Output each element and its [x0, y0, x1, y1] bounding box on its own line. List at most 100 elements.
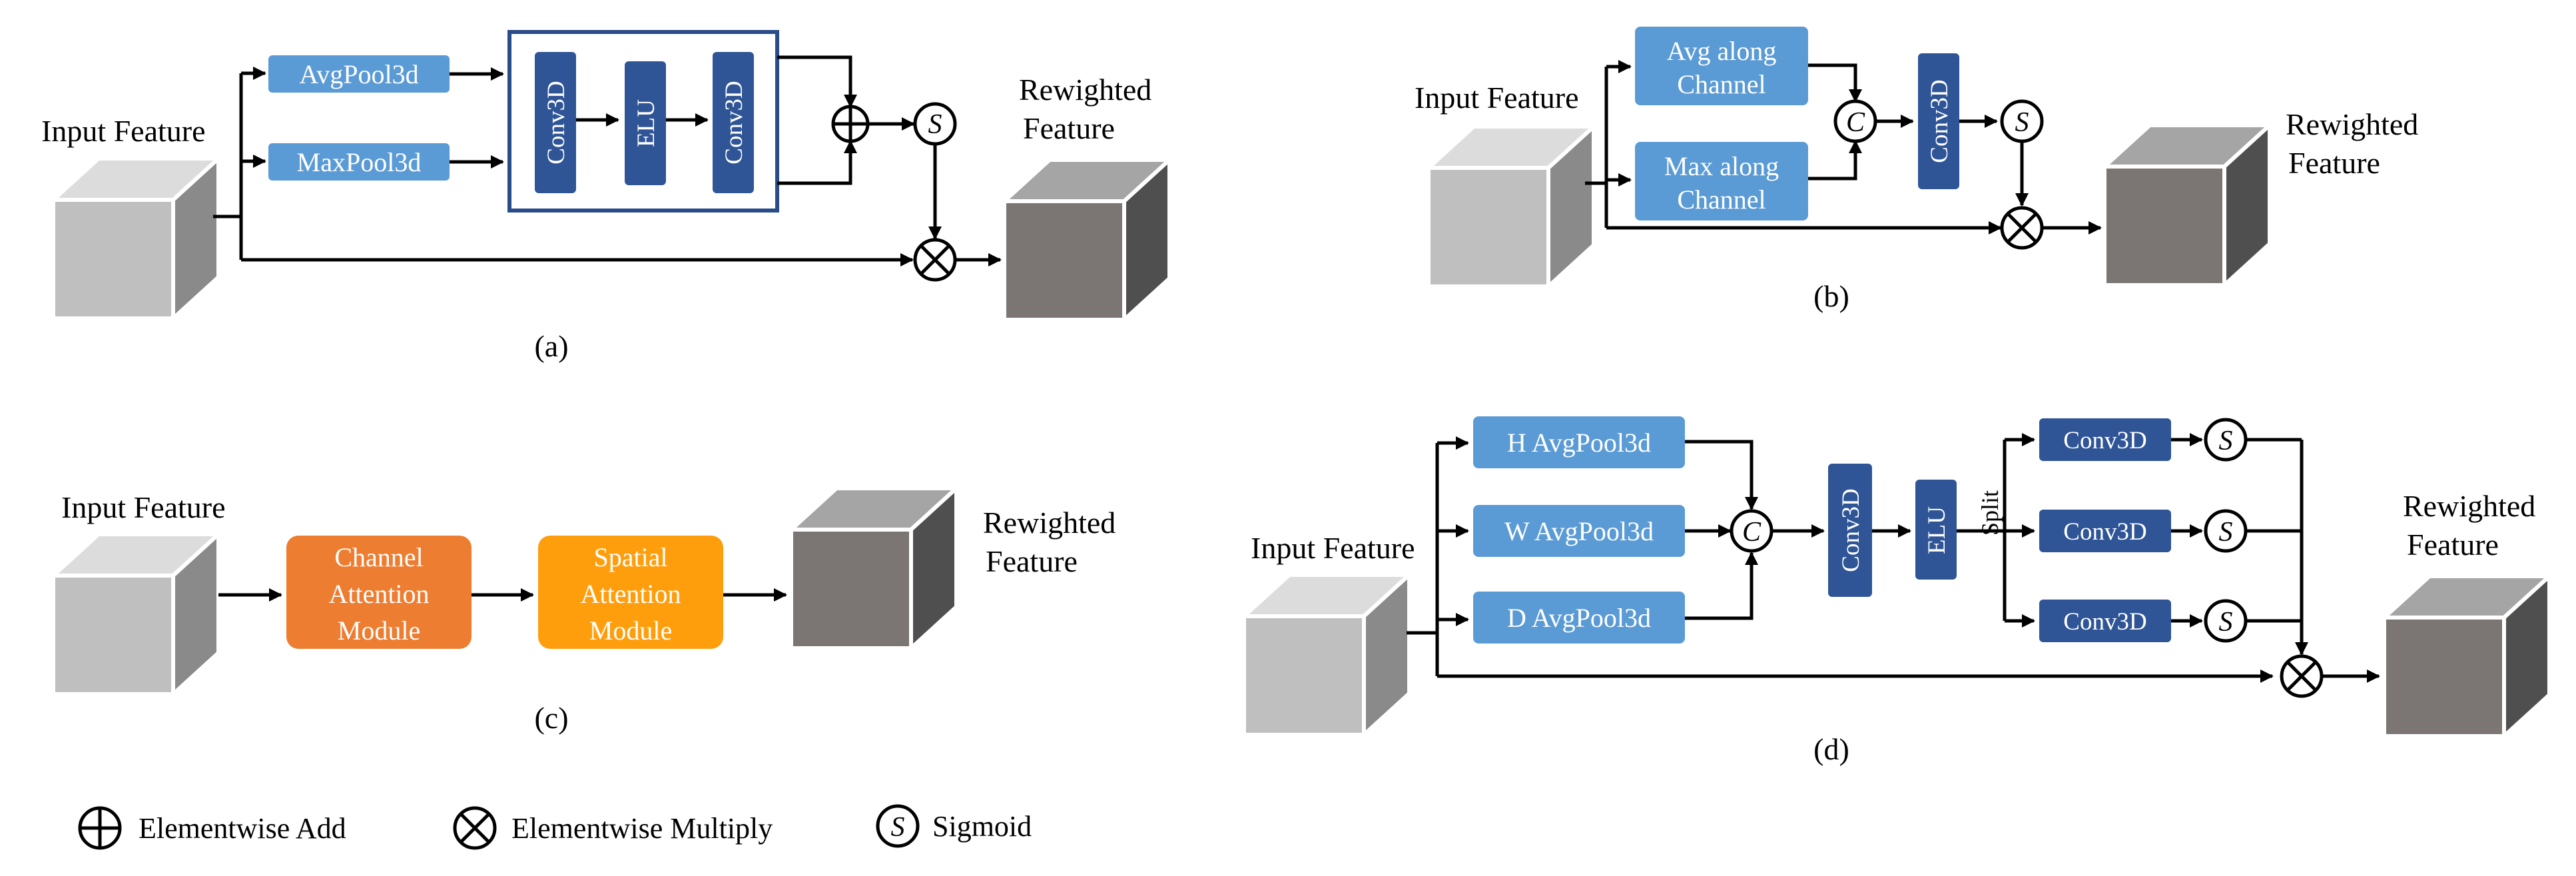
panel-c-channel-label-2: Attention [328, 579, 429, 609]
panel-c-spatial-label-1: Spatial [593, 542, 667, 572]
panel-c-input-cube [53, 534, 218, 694]
panel-c-spatial-label-3: Module [589, 616, 672, 646]
panel-d-input-cube [1244, 575, 1409, 735]
panel-a-output-cube [1004, 160, 1169, 320]
legend-sigmoid-icon: S [876, 804, 920, 848]
panel-a-shared-mlp-frame [507, 30, 779, 213]
panel-b-multiply-icon [2000, 206, 2044, 250]
panel-d-w-pool-label: W AvgPool3d [1504, 516, 1654, 546]
panel-b-avg-label-2: Channel [1677, 69, 1766, 99]
panel-b-output-cube [2104, 125, 2270, 285]
legend-multiply-icon [453, 806, 497, 850]
panel-c-spatial-label-2: Attention [580, 579, 681, 609]
panel-c-output-label-2: Feature [986, 544, 1078, 578]
panel-c-input-label: Input Feature [61, 490, 226, 524]
legend-sigmoid-label: Sigmoid [932, 810, 1032, 843]
panel-d-sigmoid-icon-top: S [2204, 418, 2248, 462]
panel-d-d-pool-label: D AvgPool3d [1507, 603, 1651, 633]
panel-b-avg-box [1635, 27, 1808, 105]
panel-d-d-pool-box [1473, 592, 1685, 644]
panel-c-spatial-attention-box [538, 536, 723, 649]
panel-c-channel-label-1: Channel [334, 542, 423, 572]
panel-c-output-cube [791, 488, 956, 648]
svg-text:S: S [891, 812, 905, 843]
panel-d-sigmoid-icon-bot: S [2204, 599, 2248, 643]
panel-c-channel-attention-box [286, 536, 472, 649]
svg-text:S: S [2219, 517, 2233, 548]
panel-d: Input Feature H AvgPool3d W AvgPool3d D … [1244, 416, 2549, 766]
panel-b-max-label-1: Max along [1664, 151, 1779, 181]
panel-b-output-label-1: Rewighted [2286, 107, 2418, 141]
panel-b-input-label: Input Feature [1415, 81, 1579, 115]
panel-a-caption: (a) [534, 329, 568, 363]
panel-d-conv-mid-box [2039, 510, 2171, 552]
panel-d-output-label-1: Rewighted [2403, 489, 2535, 523]
panel-a-input-cube [53, 159, 218, 318]
panel-b-sigmoid-icon: S [2000, 99, 2044, 143]
panel-a-elu-box [625, 61, 666, 185]
panel-b-max-label-2: Channel [1677, 185, 1766, 215]
panel-a-conv-right-box [713, 52, 754, 193]
panel-d-output-cube [2384, 576, 2549, 736]
panel-b: Input Feature Avg along Channel Max alon… [1415, 27, 2418, 313]
panel-d-conv-bot-box [2039, 600, 2171, 642]
panel-b-input-cube [1429, 127, 1594, 286]
panel-d-concat-icon: C [1730, 509, 1773, 553]
panel-a-elu-label: ELU [633, 99, 660, 147]
panel-a-maxpool-label: MaxPool3d [297, 147, 422, 177]
panel-d-conv-bot-label: Conv3D [2063, 608, 2146, 636]
panel-a-output-label-2: Feature [1023, 111, 1115, 145]
panel-a-avgpool-box [268, 55, 450, 93]
panel-d-split-label: Split [1977, 490, 2003, 536]
panel-b-concat-icon: C [1833, 99, 1877, 143]
panel-d-w-pool-box [1473, 505, 1685, 557]
panel-d-conv-box [1828, 464, 1872, 597]
svg-text:S: S [2015, 107, 2029, 138]
panel-d-sigmoid-icon-mid: S [2204, 509, 2248, 553]
panel-d-multiply-icon [2280, 654, 2324, 698]
panel-c-caption: (c) [534, 701, 568, 735]
panel-a-sigmoid-icon: S [913, 102, 957, 146]
panel-c-output-label-1: Rewighted [983, 506, 1116, 540]
panel-b-max-box [1635, 142, 1808, 220]
panel-d-conv-top-label: Conv3D [2063, 427, 2146, 454]
panel-d-input-label: Input Feature [1251, 531, 1415, 565]
panel-b-conv-label: Conv3D [1926, 79, 1953, 163]
panel-d-h-pool-box [1473, 416, 1685, 468]
panel-b-caption: (b) [1813, 279, 1849, 313]
legend: Elementwise Add Elementwise Multiply S S… [78, 804, 1032, 850]
svg-text:S: S [2219, 426, 2233, 456]
panel-b-avg-label-1: Avg along [1667, 36, 1777, 66]
panel-c-channel-label-3: Module [338, 616, 420, 646]
svg-text:S: S [2219, 607, 2233, 638]
panel-a: Input Feature AvgPool3d MaxPool3d Conv3D… [41, 30, 1169, 363]
panel-d-caption: (d) [1813, 732, 1849, 766]
panel-d-output-label-2: Feature [2407, 528, 2499, 562]
panel-a-conv-left-box [535, 52, 576, 193]
panel-d-conv-label: Conv3D [1837, 488, 1865, 572]
panel-a-input-label: Input Feature [41, 114, 206, 148]
panel-a-conv-right-label: Conv3D [721, 81, 748, 164]
panel-b-output-label-2: Feature [2288, 146, 2380, 180]
svg-text:C: C [1742, 517, 1762, 548]
svg-text:C: C [1846, 107, 1865, 138]
panel-a-output-label-1: Rewighted [1019, 73, 1151, 107]
legend-add-icon [78, 806, 122, 850]
panel-d-elu-label: ELU [1923, 506, 1951, 554]
legend-add-label: Elementwise Add [139, 812, 346, 845]
panel-d-conv-top-box [2039, 418, 2171, 461]
panel-a-multiply-icon [913, 238, 957, 282]
svg-text:S: S [928, 109, 942, 140]
legend-multiply-label: Elementwise Multiply [511, 812, 773, 845]
panel-a-add-icon [831, 105, 870, 143]
panel-a-conv-left-label: Conv3D [543, 81, 570, 164]
panel-d-conv-mid-label: Conv3D [2063, 518, 2146, 546]
panel-d-h-pool-label: H AvgPool3d [1507, 428, 1651, 458]
panel-c: Input Feature Channel Attention Module S… [53, 488, 1116, 735]
panel-a-maxpool-box [268, 143, 450, 181]
panel-b-conv-box [1918, 53, 1959, 189]
panel-a-avgpool-label: AvgPool3d [299, 59, 418, 89]
panel-d-elu-box [1915, 480, 1957, 580]
